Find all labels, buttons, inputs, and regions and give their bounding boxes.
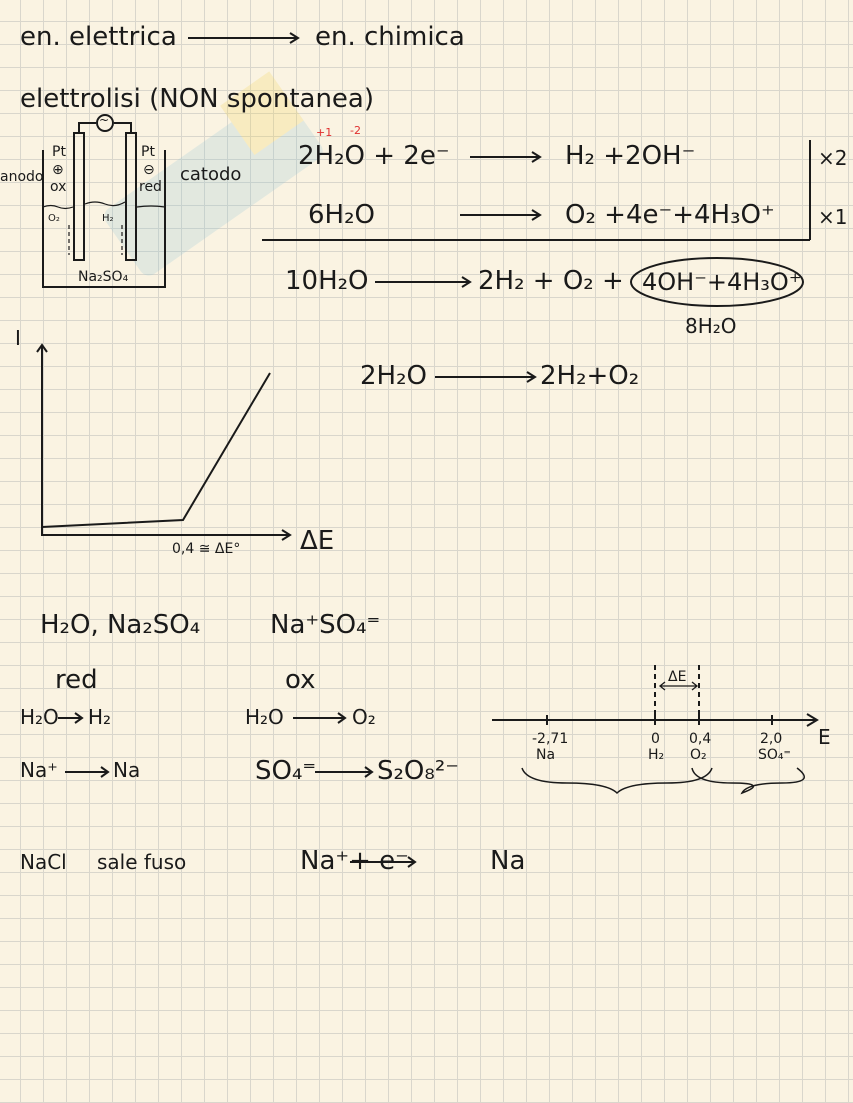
ox1-left: H₂O xyxy=(245,705,284,729)
red-heading: red xyxy=(55,665,98,695)
eq1-left: 2H₂O + 2e⁻ xyxy=(298,141,450,171)
species-list: H₂O, Na₂SO₄ xyxy=(40,610,201,640)
arrows xyxy=(58,32,542,868)
cathode-label: catodo xyxy=(180,164,242,185)
eq3-right: 2H₂ + O₂ + xyxy=(478,266,624,296)
anode-label: anodo xyxy=(0,169,44,185)
anode-process: ox xyxy=(50,179,67,195)
electrolyte: Na₂SO₄ xyxy=(78,269,129,285)
anode-metal: Pt xyxy=(52,144,66,160)
tick-value: 0,4 xyxy=(689,731,712,747)
graph-x-label: ΔE xyxy=(300,526,335,556)
current-graph xyxy=(36,343,292,541)
eq4-left: 2H₂O xyxy=(360,361,427,391)
eq3-left: 10H₂O xyxy=(285,266,369,296)
graph-y-label: I xyxy=(15,326,21,350)
red1-left: H₂O xyxy=(20,705,59,729)
eq3-note: 8H₂O xyxy=(685,314,737,338)
tick-species: SO₄⁼ xyxy=(758,747,791,763)
tick-species: Na xyxy=(536,747,556,763)
eq1-mult: ×2 xyxy=(818,146,848,170)
circle-mark xyxy=(630,257,804,307)
eq3-circled: 4OH⁻+4H₃O⁺ xyxy=(642,268,802,296)
eq1-right: H₂ +2OH⁻ xyxy=(565,141,696,171)
nacl-eq-right: Na xyxy=(490,846,526,876)
scale-axis-label: E xyxy=(818,725,831,749)
tick-species: O₂ xyxy=(690,747,707,763)
eq2-left: 6H₂O xyxy=(308,200,375,230)
graph-threshold: 0,4 ≅ ΔE° xyxy=(172,541,241,557)
tick-value: 0 xyxy=(651,731,660,747)
ox1-right: O₂ xyxy=(352,705,376,729)
energy-chemical: en. chimica xyxy=(315,22,465,52)
red2-right: Na xyxy=(113,758,141,782)
ox2-right: S₂O₈²⁻ xyxy=(377,756,459,786)
eq4-right: 2H₂+O₂ xyxy=(540,361,640,391)
red2-left: Na⁺ xyxy=(20,758,58,782)
cathode-sign: ⊖ xyxy=(143,162,155,178)
ox-number-h: +1 xyxy=(316,126,333,139)
nacl-eq-left: Na⁺+ e⁻ xyxy=(300,846,409,876)
tick-value: -2,71 xyxy=(532,731,569,747)
ox-number-o: -2 xyxy=(350,124,361,137)
nacl-label: NaCl xyxy=(20,850,67,874)
cathode-gas: H₂ xyxy=(102,213,114,224)
tick-value: 2,0 xyxy=(760,731,783,747)
ox2-left: SO₄⁼ xyxy=(255,756,317,786)
page-title: elettrolisi (NON spontanea) xyxy=(20,84,374,114)
ac-source-icon: ~ xyxy=(99,113,110,127)
species-ions: Na⁺SO₄⁼ xyxy=(270,610,381,640)
eq2-mult: ×1 xyxy=(818,205,848,229)
nacl-desc: sale fuso xyxy=(97,850,187,874)
tick-species: H₂ xyxy=(648,747,665,763)
cathode-process: red xyxy=(139,179,162,195)
watermark-logo xyxy=(104,71,323,276)
eq2-right: O₂ +4e⁻+4H₃O⁺ xyxy=(565,200,775,230)
energy-electric: en. elettrica xyxy=(20,22,177,52)
red1-right: H₂ xyxy=(88,705,112,729)
electrolysis-cell xyxy=(42,114,166,288)
cathode-metal: Pt xyxy=(141,144,155,160)
scale-delta: ΔE xyxy=(668,669,687,685)
ox-heading: ox xyxy=(285,665,316,695)
potential-scale xyxy=(492,665,819,795)
anode-sign: ⊕ xyxy=(52,162,64,178)
anode-gas: O₂ xyxy=(48,213,60,224)
equation-bars xyxy=(262,140,811,307)
